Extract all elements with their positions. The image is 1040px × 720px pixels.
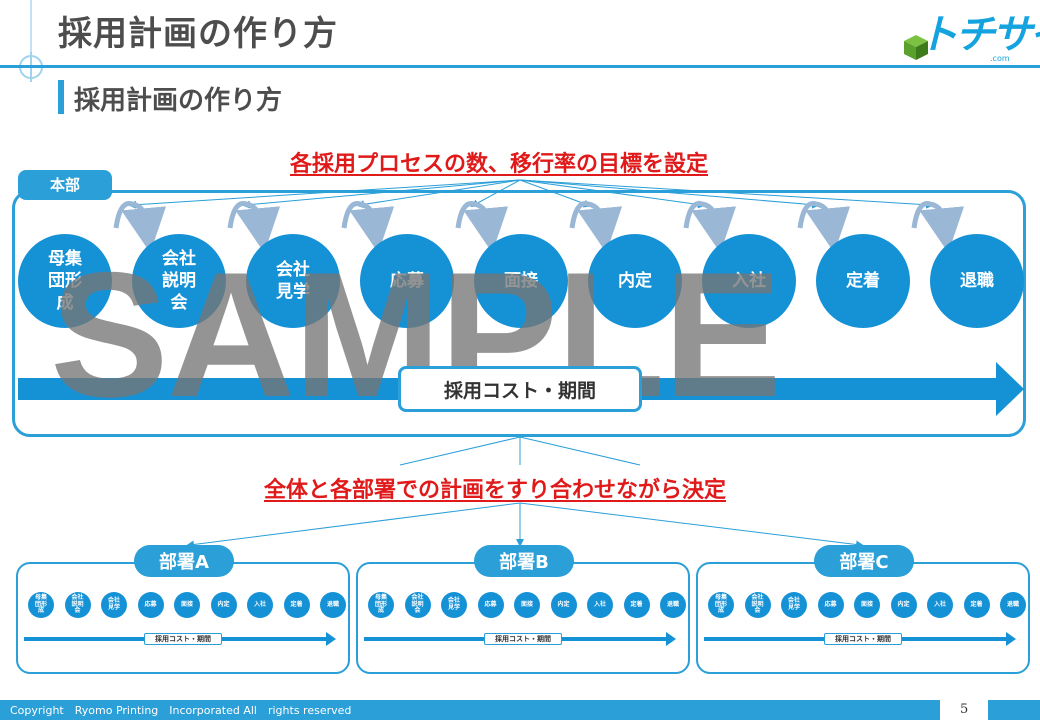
stage-circle: 退職	[930, 234, 1024, 328]
transition-arrow	[227, 201, 281, 253]
department-label: 部署C	[814, 545, 914, 577]
transition-arrow	[341, 201, 395, 253]
department-box	[356, 562, 690, 674]
page-title: 採用計画の作り方	[58, 14, 338, 54]
mini-stage-circle: 退職	[660, 592, 686, 618]
department-label: 部署A	[134, 545, 234, 577]
transition-arrow	[797, 201, 851, 253]
mini-stage-circle: 定着	[283, 592, 310, 618]
fan-line	[128, 179, 521, 209]
mini-stage-circle: 内定	[210, 592, 237, 618]
stage-circle: 母集 団形 成	[18, 234, 112, 328]
mini-stage-circle: 内定	[890, 592, 917, 618]
mini-cost-arrowhead	[666, 632, 676, 646]
logo-text: トチサイ	[918, 12, 1040, 58]
mini-stage-circle: 会社 説明 会	[64, 592, 91, 618]
mini-stage-circle: 母集 団形 成	[708, 592, 734, 618]
section-subtitle: 採用計画の作り方	[74, 86, 283, 116]
department-box	[696, 562, 1030, 674]
stage-circle: 応募	[360, 234, 454, 328]
header-vertical-line	[30, 0, 32, 60]
transition-arrow	[569, 201, 623, 253]
fan-line	[356, 179, 521, 209]
transition-arrow	[683, 201, 737, 253]
mini-stage-circle: 応募	[137, 592, 164, 618]
cost-period-label: 採用コスト・期間	[398, 366, 642, 412]
fan-line	[242, 179, 521, 209]
mini-stage-circle: 会社 説明 会	[404, 592, 431, 618]
mini-stage-circle: 応募	[477, 592, 504, 618]
subtitle-bar	[58, 80, 64, 114]
stage-circle: 会社 見学	[246, 234, 340, 328]
mini-stage-circle: 面接	[854, 592, 880, 618]
mini-stage-circle: 会社 見学	[101, 592, 127, 618]
fan-line	[519, 179, 934, 209]
footer-bar	[0, 700, 940, 720]
mini-stage-circle: 会社 見学	[781, 592, 807, 618]
mini-stage-circle: 退職	[320, 592, 346, 618]
logo-suffix: .com	[990, 54, 1010, 63]
mini-stage-circle: 定着	[963, 592, 990, 618]
footer-copyright: Copyright Ryomo Printing Incorporated Al…	[10, 704, 352, 717]
stage-circle: 定着	[816, 234, 910, 328]
mini-stage-circle: 退職	[1000, 592, 1026, 618]
transition-arrow	[911, 201, 965, 253]
fan-line	[519, 179, 706, 209]
hq-process-box	[12, 190, 1026, 437]
mini-stage-circle: 面接	[174, 592, 200, 618]
mini-stage-circle: 内定	[550, 592, 577, 618]
heading-align-plans: 全体と各部署での計画をすり合わせながら決定	[264, 478, 727, 503]
mini-cost-arrowhead	[1006, 632, 1016, 646]
footer-bar-right	[988, 700, 1040, 720]
mini-cost-label: 採用コスト・期間	[824, 633, 902, 645]
mini-stage-circle: 会社 説明 会	[744, 592, 771, 618]
mini-stage-circle: 応募	[817, 592, 844, 618]
mini-stage-circle: 面接	[514, 592, 540, 618]
department-box	[16, 562, 350, 674]
logo-cube-icon	[904, 35, 928, 60]
stage-circle: 内定	[588, 234, 682, 328]
stage-circle: 面接	[474, 234, 568, 328]
mini-stage-circle: 入社	[927, 592, 953, 618]
transition-arrow	[455, 201, 509, 253]
mini-stage-circle: 会社 見学	[441, 592, 467, 618]
fan-line	[519, 179, 820, 209]
fan-line	[519, 179, 592, 208]
mini-cost-arrowhead	[326, 632, 336, 646]
department-label: 部署B	[474, 545, 574, 577]
stage-circle: 会社 説明 会	[132, 234, 226, 328]
mini-cost-label: 採用コスト・期間	[484, 633, 562, 645]
mini-stage-circle: 入社	[247, 592, 273, 618]
fan-line	[470, 179, 521, 207]
heading-set-targets: 各採用プロセスの数、移行率の目標を設定	[290, 152, 709, 177]
mini-stage-circle: 母集 団形 成	[368, 592, 394, 618]
mini-stage-circle: 入社	[587, 592, 613, 618]
mini-stage-circle: 定着	[623, 592, 650, 618]
mini-cost-label: 採用コスト・期間	[144, 633, 222, 645]
hq-label: 本部	[18, 170, 112, 200]
title-underline	[0, 65, 1040, 68]
mini-stage-circle: 母集 団形 成	[28, 592, 54, 618]
transition-arrow	[113, 201, 167, 253]
stage-circle: 入社	[702, 234, 796, 328]
page-number: 5	[960, 702, 969, 717]
